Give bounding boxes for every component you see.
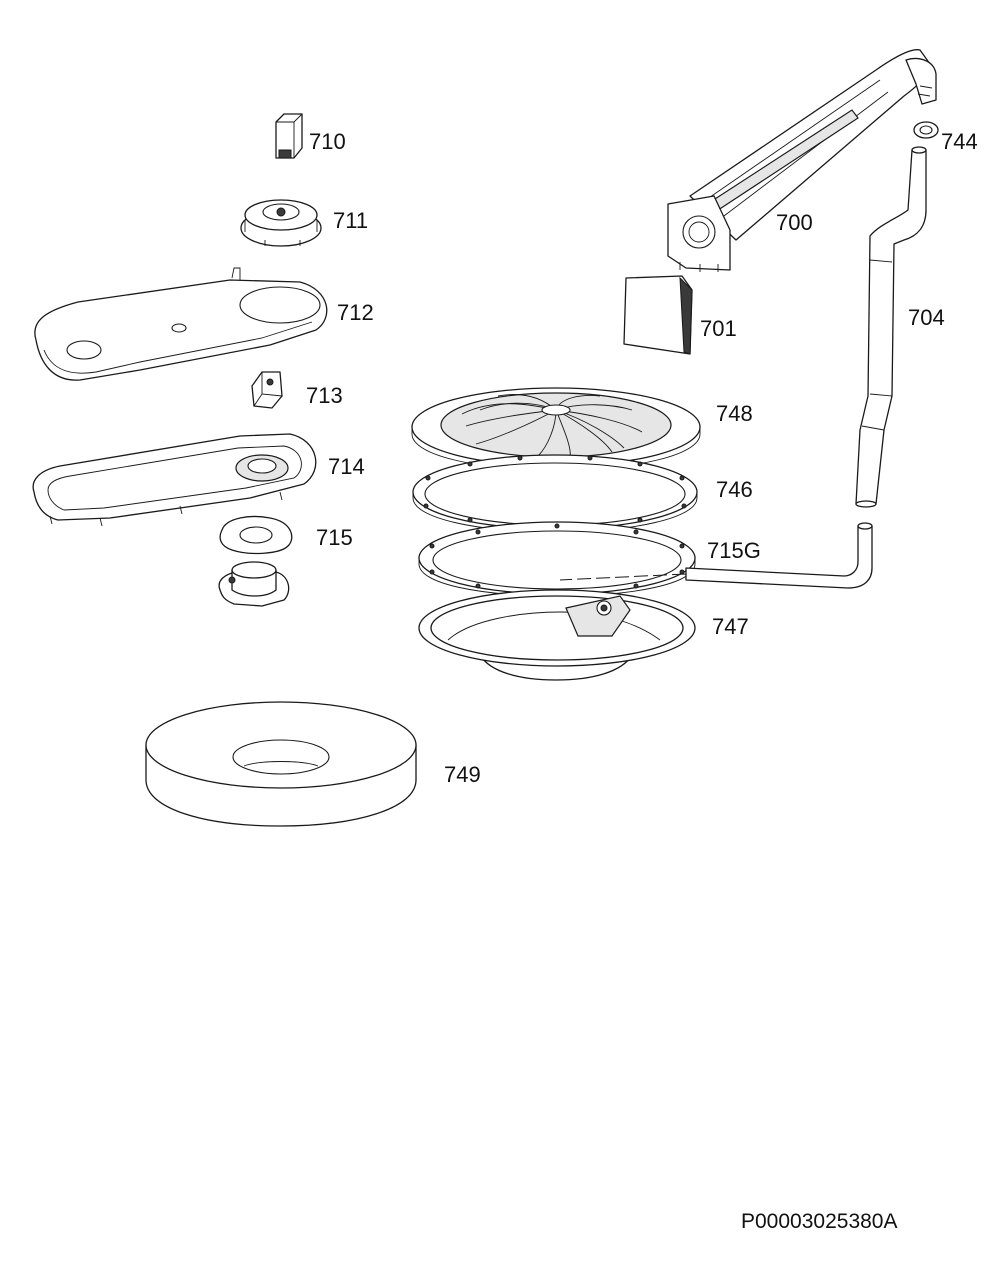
- label-715: 715: [316, 525, 353, 550]
- label-713: 713: [306, 383, 343, 408]
- part-714-drawing: [32, 433, 317, 527]
- part-749-drawing: [145, 701, 417, 827]
- label-712: 712: [337, 300, 374, 325]
- part-747-drawing: [418, 589, 696, 681]
- drawing-code: P00003025380A: [741, 1210, 898, 1233]
- label-715G: 715G: [707, 538, 761, 563]
- label-710: 710: [309, 129, 346, 154]
- part-710-drawing: [275, 113, 303, 159]
- part-744-drawing: [913, 121, 939, 139]
- part-712-drawing: [34, 267, 328, 381]
- part-701-drawing: [623, 275, 693, 355]
- label-714: 714: [328, 454, 365, 479]
- part-748-drawing: [411, 387, 701, 471]
- label-746: 746: [716, 477, 753, 502]
- part-715-drawing: [218, 515, 293, 607]
- part-704-drawing: [559, 146, 927, 589]
- label-700: 700: [776, 210, 813, 235]
- label-744: 744: [941, 129, 978, 154]
- part-746-drawing: [412, 454, 698, 533]
- label-704: 704: [908, 305, 945, 330]
- part-713-drawing: [251, 371, 283, 409]
- part-715G-drawing: [418, 521, 696, 597]
- label-711: 711: [333, 208, 369, 233]
- label-701: 701: [700, 316, 737, 341]
- label-749: 749: [444, 762, 481, 787]
- part-711-drawing: [240, 199, 322, 247]
- label-748: 748: [716, 401, 753, 426]
- label-747: 747: [712, 614, 749, 639]
- part-700-drawing: [667, 49, 937, 272]
